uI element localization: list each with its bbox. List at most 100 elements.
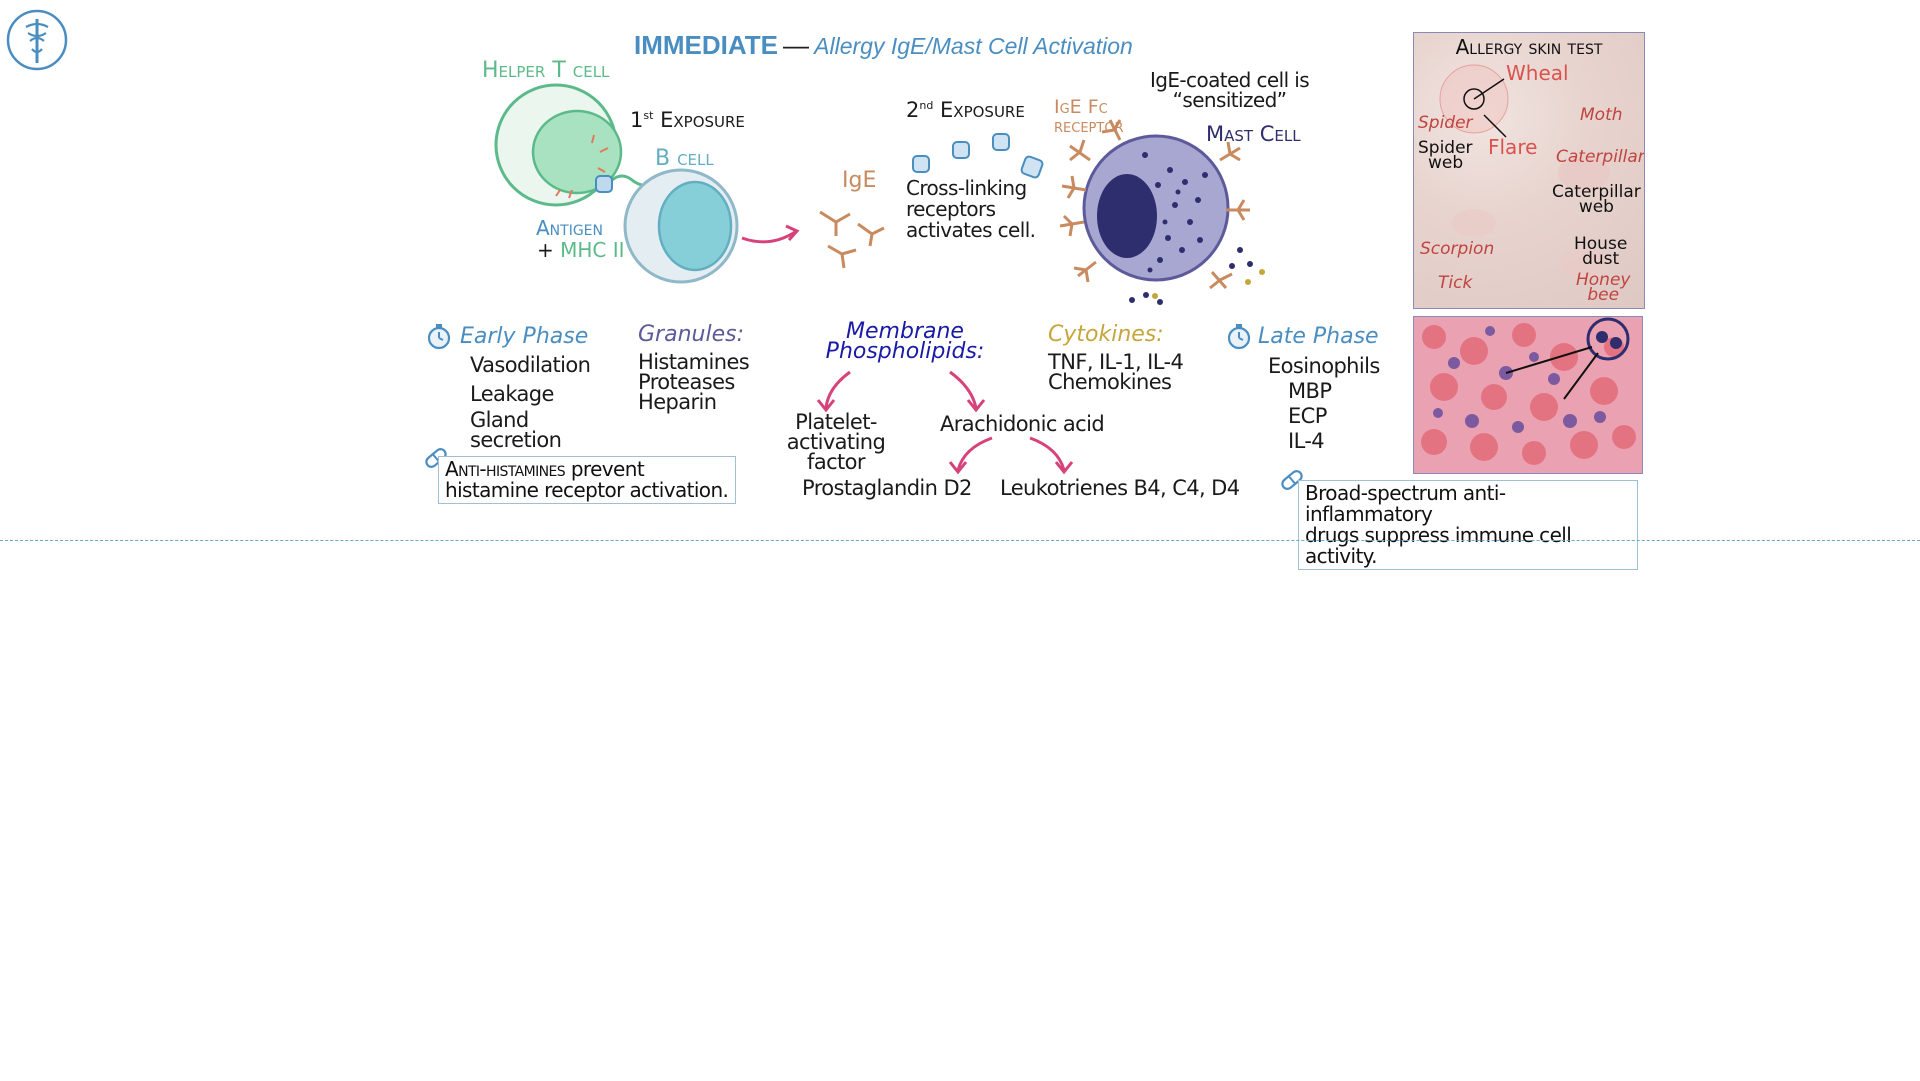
diagram-title: IMMEDIATE — Allergy IgE/Mast Cell Activa…: [634, 30, 1133, 61]
spider-web-2: web: [1428, 153, 1464, 173]
antigen-label: Antigen: [536, 216, 604, 240]
tick-label: Tick: [1438, 273, 1473, 293]
broad-spectrum-note: Broad-spectrum anti-inflammatory drugs s…: [1298, 480, 1638, 570]
membrane-line2: Phospholipids:: [825, 339, 985, 364]
skin-test-title: Allergy skin test: [1455, 35, 1603, 59]
caterpillar-web-2: web: [1578, 197, 1614, 217]
granules-heading: Granules:: [638, 322, 744, 347]
early-item-gland: Gland: [470, 408, 529, 432]
paf-label: Platelet-activating factor: [746, 410, 926, 474]
logo-caduceus-icon: [6, 9, 68, 71]
ige-antibodies: [819, 210, 885, 269]
second-exposure-sup: nd: [919, 99, 934, 112]
b-cell-label: B cell: [655, 146, 714, 171]
late-phase-heading: Late Phase: [1258, 324, 1379, 349]
antihistamine-rest: prevent: [565, 457, 645, 481]
cytokines-heading: Cytokines:: [1048, 322, 1164, 347]
wheal-label: Wheal: [1506, 61, 1569, 85]
granule-proteases: Proteases: [638, 370, 735, 394]
spider-web-1: Spider: [1418, 138, 1473, 158]
crosslink-line2: receptors: [906, 197, 996, 221]
prostaglandin-label: Prostaglandin D2: [802, 476, 972, 500]
first-exposure-num: 1: [630, 108, 644, 132]
house-dust-2: dust: [1582, 249, 1620, 269]
late-item-mbp: MBP: [1288, 379, 1332, 403]
honey-bee-1: Honey: [1576, 270, 1631, 290]
granules-list: Histamines Proteases Heparin: [638, 350, 750, 414]
membrane-line1: Membrane: [846, 319, 964, 344]
antihistamine-line2: histamine receptor activation.: [445, 478, 729, 502]
phospholipid-arrows: [816, 370, 1074, 475]
paf-line1: Platelet-activating: [786, 410, 886, 454]
late-phase-list: Eosinophils MBP ECP IL-4: [1268, 354, 1380, 454]
eosinophil-histology-photo: [1413, 316, 1643, 474]
antihistamine-sc: Anti-histamines: [445, 457, 566, 481]
diagram-illustration: [494, 83, 1265, 475]
first-exposure-sup: st: [643, 109, 654, 122]
sensitized-label: IgE-coated cell is “sensitized”: [1150, 68, 1310, 110]
cytokines-list: TNF, IL-1, IL-4 Chemokines: [1048, 350, 1184, 394]
helper-t-cell: [494, 83, 623, 207]
pill-icon: [1278, 466, 1306, 498]
caterpillar-label: Caterpillar: [1556, 147, 1645, 167]
mast-cell: [1059, 119, 1265, 305]
helper-t-cell-label: Helper T cell: [482, 58, 610, 83]
crosslink-line1: Cross-linking: [906, 176, 1027, 200]
arachidonic-label: Arachidonic acid: [940, 412, 1105, 436]
broad-line1: Broad-spectrum anti-inflammatory: [1305, 481, 1506, 526]
late-item-il4: IL-4: [1288, 429, 1325, 453]
antigen-particles: [912, 133, 1044, 179]
first-exposure-word: Exposure: [660, 108, 745, 132]
antihistamine-note: Anti-histamines prevent histamine recept…: [438, 456, 736, 504]
caterpillar-web-1: Caterpillar: [1552, 182, 1641, 202]
cytokine-tnf: TNF, IL-1, IL-4: [1048, 350, 1184, 374]
honey-bee-label: Honey bee: [1576, 270, 1631, 305]
second-exposure-num: 2: [906, 98, 920, 122]
stopwatch-icon: [1226, 322, 1252, 354]
crosslink-label: Cross-linking receptors activates cell.: [906, 176, 1036, 242]
title-dash: —: [783, 30, 810, 60]
receptor-line1: IgE Fc: [1054, 96, 1108, 118]
late-item-ecp: ECP: [1288, 404, 1327, 428]
ige-label: IgE: [842, 168, 877, 193]
title-sub: Allergy IgE/Mast Cell Activation: [814, 33, 1133, 59]
stopwatch-icon: [426, 322, 452, 354]
early-item-vasodilation: Vasodilation: [470, 353, 591, 377]
mhc-ii-label: MHC II: [560, 238, 625, 262]
scorpion-label: Scorpion: [1420, 239, 1495, 259]
second-exposure-label: 2nd Exposure: [906, 98, 1025, 122]
early-item-leakage: Leakage: [470, 382, 554, 406]
receptor-line2: receptor: [1054, 115, 1124, 137]
section-divider: [0, 540, 1920, 541]
arrow-bcell-to-ige: [741, 230, 796, 244]
paf-line2: factor: [807, 450, 866, 474]
cytokine-chemokines: Chemokines: [1048, 370, 1172, 394]
early-phase-list: Vasodilation Leakage Gland secretion: [470, 352, 591, 452]
spider-web-label: Spider web: [1418, 138, 1473, 173]
early-phase-heading: Early Phase: [460, 324, 589, 349]
flare-label: Flare: [1488, 135, 1538, 159]
honey-bee-2: bee: [1587, 285, 1620, 305]
b-cell: [623, 168, 739, 284]
first-exposure-label: 1st Exposure: [630, 108, 745, 132]
broad-line2: drugs suppress immune cell activity.: [1305, 523, 1572, 568]
ige-fc-receptor-label: IgE Fc receptor: [1054, 98, 1124, 136]
title-main: IMMEDIATE: [634, 30, 778, 60]
leukotrienes-label: Leukotrienes B4, C4, D4: [1000, 476, 1240, 500]
allergy-skin-test-photo: Allergy skin test Wheal Flare Spider Spi…: [1413, 32, 1645, 309]
granule-histamines: Histamines: [638, 350, 750, 374]
sensitized-line1: IgE-coated cell is: [1150, 68, 1310, 92]
caterpillar-web-label: Caterpillar web: [1552, 182, 1641, 217]
plus-sign: +: [537, 238, 554, 262]
second-exposure-word: Exposure: [940, 98, 1025, 122]
granule-heparin: Heparin: [638, 390, 717, 414]
late-item-eosinophils: Eosinophils: [1268, 354, 1380, 378]
membrane-heading: Membrane Phospholipids:: [820, 319, 990, 364]
mhc-label: + MHC II: [537, 238, 625, 262]
mast-cell-label: Mast Cell: [1206, 122, 1301, 146]
house-dust-label: House dust: [1574, 234, 1628, 269]
early-item-secretion: secretion: [470, 428, 562, 452]
crosslink-line3: activates cell.: [906, 218, 1036, 242]
spider-label: Spider: [1418, 113, 1473, 133]
house-dust-1: House: [1574, 234, 1628, 254]
